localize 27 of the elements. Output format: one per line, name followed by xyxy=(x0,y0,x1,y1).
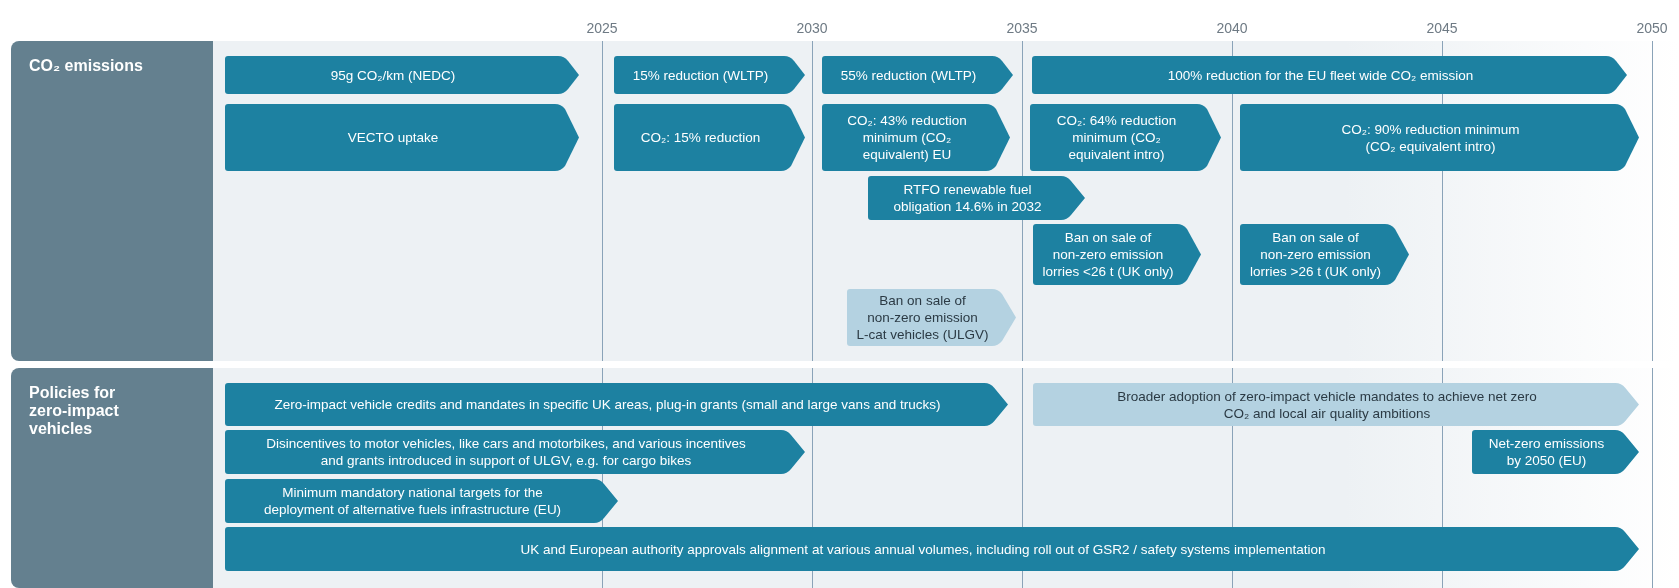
timeline-bar: CO₂: 90% reduction minimum (CO₂ equivalent intro) xyxy=(1240,104,1639,171)
timeline-bar: Broader adoption of zero-impact vehicle mandates to achieve net zero CO₂ and local air quality ambitions xyxy=(1033,383,1639,426)
year-label: 2040 xyxy=(1216,20,1248,36)
timeline-bar: Ban on sale of non-zero emission lorries >26 t (UK only) xyxy=(1240,224,1409,285)
row-heading: Policies for zero-impact vehicles xyxy=(29,384,120,438)
timeline-bar: Zero-impact vehicle credits and mandates in specific UK areas, plug-in grants (small and large vans and trucks) xyxy=(225,383,1008,426)
timeline-bar: Minimum mandatory national targets for the deployment of alternative fuels infrastructure (EU) xyxy=(225,479,618,523)
timeline-bar: Ban on sale of non-zero emission L-cat vehicles (ULGV) xyxy=(847,289,1016,346)
timeline-bar: RTFO renewable fuel obligation 14.6% in 2032 xyxy=(868,176,1085,220)
timeline-bar: Net-zero emissions by 2050 (EU) xyxy=(1472,430,1639,474)
year-label: 2035 xyxy=(1006,20,1038,36)
timeline-bar: 95g CO₂/km (NEDC) xyxy=(225,56,579,94)
timeline-bar: 55% reduction (WLTP) xyxy=(822,56,1013,94)
timeline-bar: 15% reduction (WLTP) xyxy=(614,56,805,94)
timeline-bar: 100% reduction for the EU fleet wide CO₂ emission xyxy=(1032,56,1627,94)
year-label: 2045 xyxy=(1426,20,1458,36)
timeline-bar: CO₂: 64% reduction minimum (CO₂ equivalent intro) xyxy=(1030,104,1221,171)
timeline-bar: CO₂: 43% reduction minimum (CO₂ equivalent) EU xyxy=(822,104,1010,171)
timeline-bar: Disincentives to motor vehicles, like cars and motorbikes, and various incentives and grants introduced in support of ULGV, e.g. for cargo bikes xyxy=(225,430,805,474)
year-label: 2050 xyxy=(1636,20,1668,36)
row-heading: CO₂ emissions xyxy=(29,57,143,75)
timeline-bar: CO₂: 15% reduction xyxy=(614,104,805,171)
timeline-bar: UK and European authority approvals alignment at various annual volumes, including roll out of GSR2 / safety systems implementation xyxy=(225,527,1639,571)
timeline-bar: Ban on sale of non-zero emission lorries <26 t (UK only) xyxy=(1033,224,1201,285)
timeline-bar: VECTO uptake xyxy=(225,104,579,171)
year-label: 2030 xyxy=(796,20,828,36)
year-label: 2025 xyxy=(586,20,618,36)
